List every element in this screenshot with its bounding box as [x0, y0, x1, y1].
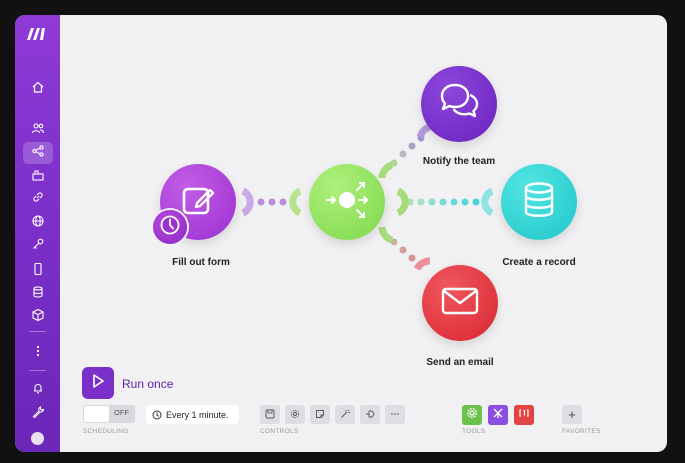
add-favorite-button[interactable]: + [562, 405, 582, 424]
clock-icon [159, 214, 181, 241]
run-once-label[interactable]: Run once [122, 377, 174, 391]
router-icon [319, 172, 375, 233]
tool-general[interactable] [462, 405, 482, 425]
device-icon [31, 262, 45, 281]
database-icon [31, 285, 45, 304]
scenario-settings-button[interactable] [285, 405, 305, 424]
mail-icon [440, 286, 480, 321]
sidebar-item-templates[interactable] [23, 166, 53, 188]
database-icon [522, 181, 556, 224]
scheduling-toggle[interactable]: OFF [83, 405, 135, 423]
clock-icon [152, 410, 162, 420]
favorites-label: FAVORITES [562, 428, 601, 435]
tools-label: TOOLS [462, 428, 486, 435]
share-icon [31, 144, 45, 163]
module-create-record[interactable] [501, 164, 577, 240]
sidebar-divider [29, 331, 46, 332]
scenario-canvas[interactable]: Fill out form Notify th [60, 15, 667, 452]
module-label-email: Send an email [426, 357, 494, 368]
text-parser-icon [518, 406, 530, 424]
sidebar-item-tools[interactable] [23, 403, 53, 425]
chat-bubbles-icon [438, 82, 480, 127]
toggle-state: OFF [114, 408, 129, 417]
more-controls-button[interactable] [385, 405, 405, 424]
sidebar-item-devices[interactable] [23, 260, 53, 282]
sidebar-item-connections[interactable] [23, 188, 53, 210]
notes-button[interactable] [310, 405, 330, 424]
scheduling-label: SCHEDULING [83, 428, 129, 435]
settings-icon [290, 406, 300, 424]
sidebar-item-home[interactable] [23, 78, 53, 100]
save-icon [265, 406, 275, 424]
sidebar-item-webhooks[interactable] [23, 212, 53, 234]
flow-control-icon [492, 406, 504, 424]
globe-icon [31, 214, 45, 233]
auto-align-icon [340, 406, 350, 424]
cube-icon [31, 308, 45, 327]
toggle-knob [84, 406, 109, 422]
notes-icon [315, 406, 325, 424]
bell-icon [31, 381, 45, 400]
wrench-icon [31, 405, 45, 424]
auto-align-button[interactable] [335, 405, 355, 424]
edit-form-icon [179, 181, 217, 224]
home-icon [31, 80, 45, 99]
controls-label: CONTROLS [260, 428, 299, 435]
module-label-record: Create a record [502, 257, 576, 268]
module-router[interactable] [309, 164, 385, 240]
module-label-trigger: Fill out form [172, 257, 230, 268]
sidebar-item-notifications[interactable] [23, 379, 53, 401]
templates-icon [31, 168, 45, 187]
brand-logo[interactable] [25, 27, 49, 41]
sidebar-item-keys[interactable] [23, 235, 53, 257]
bottom-toolbar: Run once OFF Every 1 minute. SCHEDULING [60, 365, 667, 452]
tool-flow-control[interactable] [488, 405, 508, 425]
app-window: Fill out form Notify th [15, 15, 667, 452]
module-send-email[interactable] [422, 265, 498, 341]
sidebar-divider [29, 370, 46, 371]
save-button[interactable] [260, 405, 280, 424]
sidebar [15, 15, 60, 452]
sidebar-item-scenarios[interactable] [23, 142, 53, 164]
run-once-button[interactable] [82, 367, 114, 399]
more-icon [390, 406, 400, 424]
sidebar-item-more[interactable] [23, 342, 53, 364]
key-icon [31, 237, 45, 256]
schedule-clock-badge[interactable] [153, 210, 187, 244]
schedule-setting[interactable]: Every 1 minute. [146, 405, 239, 424]
flow-icon [365, 406, 375, 424]
tool-text-parser[interactable] [514, 405, 534, 425]
schedule-text: Every 1 minute. [166, 409, 229, 420]
link-icon [31, 190, 45, 209]
connections [241, 123, 494, 271]
team-icon [31, 121, 45, 140]
sidebar-item-structures[interactable] [23, 306, 53, 328]
module-label-notify: Notify the team [422, 156, 496, 167]
avatar[interactable] [31, 432, 44, 445]
module-notify-team[interactable] [421, 66, 497, 142]
play-icon [89, 372, 107, 395]
explain-flow-button[interactable] [360, 405, 380, 424]
sidebar-item-team[interactable] [23, 119, 53, 141]
sidebar-item-datastores[interactable] [23, 283, 53, 305]
more-icon [31, 344, 45, 363]
gear-tool-icon [466, 406, 478, 424]
